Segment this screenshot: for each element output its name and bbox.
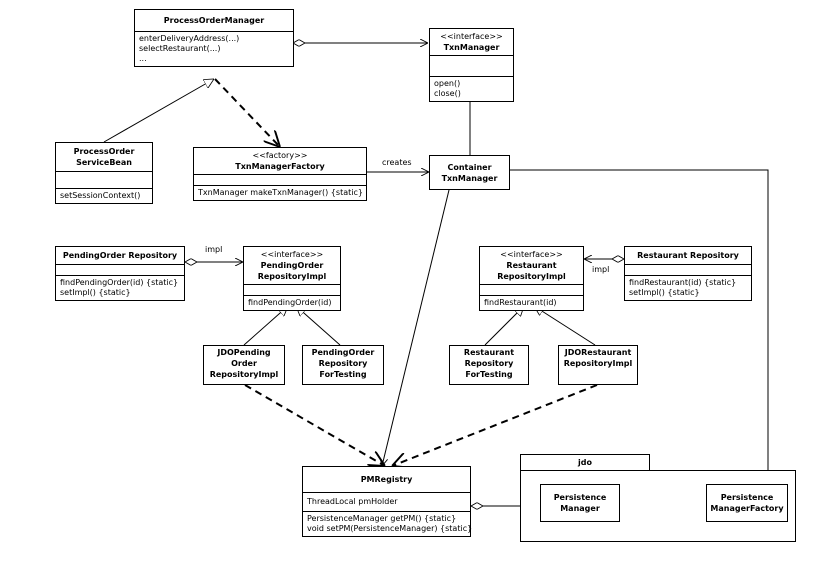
operation: findRestaurant(id) {static}: [629, 278, 737, 287]
class-restaurant-repository: Restaurant Repository findRestaurant(id)…: [624, 246, 752, 301]
realization-resttesting: [484, 306, 524, 346]
realization-jdopending: [243, 306, 288, 346]
class-pending-order-repository-impl: <<interface>> PendingOrder RepositoryImp…: [243, 246, 341, 311]
package-name: jdo: [578, 458, 592, 467]
realization-jdorest: [534, 306, 596, 346]
operation: findPendingOrder(id) {static}: [60, 278, 179, 287]
package-tab: jdo: [520, 454, 650, 471]
impl-label-left: impl: [205, 245, 223, 254]
operation: close(): [434, 89, 461, 98]
stereotype: <<factory>>: [252, 151, 308, 160]
operation: setImpl() {static}: [60, 288, 131, 297]
association-container-pmfactory: [510, 169, 768, 484]
class-container-txn-manager: Container TxnManager: [429, 155, 510, 190]
operation: enterDeliveryAddress(...): [139, 34, 240, 43]
operation: void setPM(PersistenceManager) {static}: [307, 524, 473, 533]
class-name: TxnManagerFactory: [235, 162, 325, 171]
operation: setImpl() {static}: [629, 288, 700, 297]
class-name: PMRegistry: [360, 475, 413, 484]
operation: selectRestaurant(...): [139, 44, 221, 53]
class-name: Persistence ManagerFactory: [710, 493, 784, 513]
class-name: TxnManager: [443, 43, 500, 52]
creates-label: creates: [382, 158, 412, 167]
class-name: Container TxnManager: [441, 163, 498, 183]
stereotype: <<interface>>: [500, 250, 563, 259]
class-name: JDOPending Order RepositoryImpl: [209, 348, 279, 379]
stereotype: <<interface>>: [260, 250, 324, 259]
class-pm-registry: PMRegistry ThreadLocal pmHolder Persiste…: [302, 466, 473, 537]
class-name: ProcessOrder ServiceBean: [73, 147, 135, 167]
dependency-jdopending-pmregistry: [244, 384, 385, 466]
class-persistence-manager: Persistence Manager: [540, 484, 620, 522]
operation: findRestaurant(id): [484, 298, 557, 307]
operation: open(): [434, 79, 461, 88]
operation: TxnManager makeTxnManager() {static}: [198, 188, 363, 197]
class-jdo-pending-order-repository-impl: JDOPending Order RepositoryImpl: [203, 345, 285, 385]
association-container-pmregistry: [382, 189, 450, 466]
operation: ...: [139, 54, 147, 63]
stereotype: <<interface>>: [440, 32, 503, 41]
class-txn-manager-factory: <<factory>> TxnManagerFactory TxnManager…: [193, 147, 367, 201]
class-name: Restaurant RepositoryImpl: [497, 261, 566, 281]
attribute: ThreadLocal pmHolder: [307, 497, 398, 506]
realization-pendingtesting: [296, 306, 341, 346]
class-process-order-service-bean: ProcessOrder ServiceBean setSessionConte…: [55, 142, 153, 204]
generalization-servicebean-pom: [103, 79, 214, 143]
class-name: Restaurant Repository ForTesting: [463, 348, 515, 379]
class-process-order-manager: ProcessOrderManager enterDeliveryAddress…: [134, 9, 294, 67]
class-restaurant-repository-impl: <<interface>> Restaurant RepositoryImpl …: [479, 246, 584, 311]
class-name: PendingOrder RepositoryImpl: [257, 261, 327, 281]
class-persistence-manager-factory: Persistence ManagerFactory: [706, 484, 788, 522]
dependency-jdorest-pmregistry: [392, 384, 598, 466]
class-jdo-restaurant-repository-impl: JDORestaurant RepositoryImpl: [558, 345, 638, 385]
impl-label-right: impl: [592, 265, 610, 274]
class-restaurant-repository-for-testing: Restaurant Repository ForTesting: [449, 345, 529, 385]
class-name: ProcessOrderManager: [163, 16, 265, 25]
operation: PersistenceManager getPM() {static}: [307, 514, 457, 523]
operation: setSessionContext(): [60, 191, 141, 200]
class-txn-manager: <<interface>> TxnManager open() close(): [429, 28, 514, 102]
class-name: Persistence Manager: [553, 493, 607, 513]
operation: findPendingOrder(id): [248, 298, 332, 307]
class-pending-order-repository-for-testing: PendingOrder Repository ForTesting: [302, 345, 384, 385]
dependency-pom-factory: [214, 78, 280, 147]
class-name: PendingOrder Repository ForTesting: [311, 348, 375, 379]
class-pending-order-repository: PendingOrder Repository findPendingOrder…: [55, 246, 185, 301]
class-name: PendingOrder Repository: [62, 251, 178, 260]
class-name: Restaurant Repository: [637, 251, 739, 260]
class-name: JDORestaurant RepositoryImpl: [563, 348, 633, 368]
